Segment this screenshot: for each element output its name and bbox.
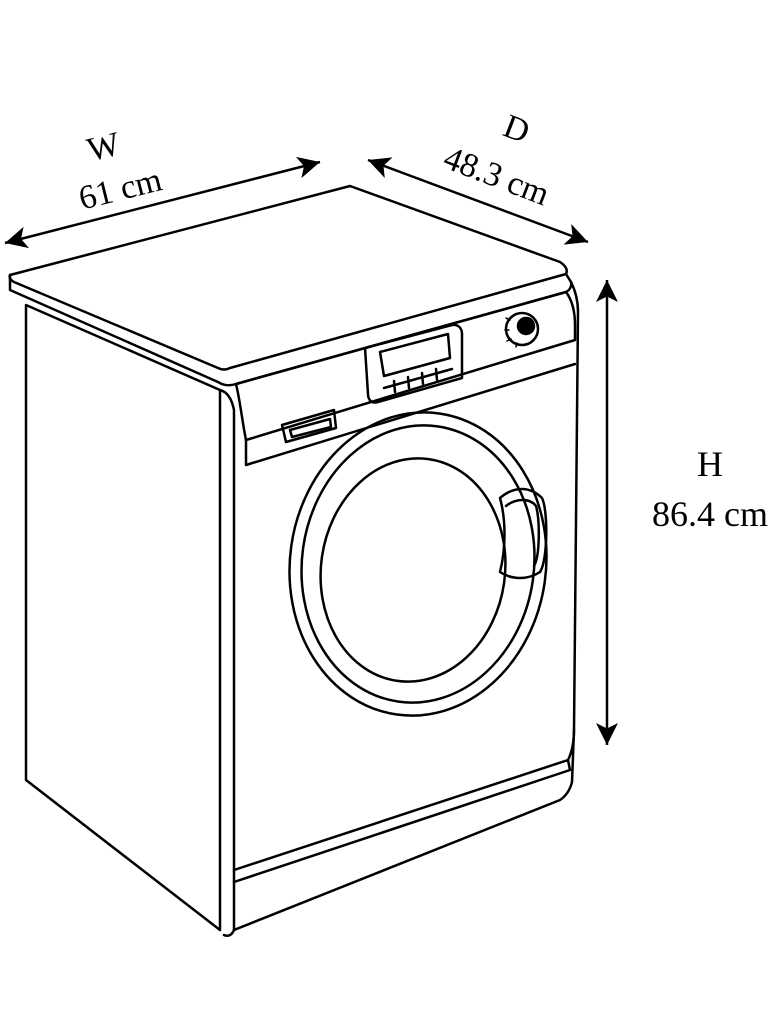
- display-buttons: [382, 367, 454, 394]
- width-letter: W: [84, 125, 125, 169]
- program-dial: [504, 311, 540, 347]
- width-arrow: [4, 156, 321, 249]
- program-dial-ticks: [504, 317, 518, 348]
- detergent-drawer-handle: [288, 417, 333, 439]
- display-screen: [378, 332, 452, 378]
- depth-letter: D: [498, 108, 534, 151]
- base-front-bottom: [232, 728, 576, 932]
- display-housing: [363, 323, 464, 404]
- machine-front-right-edge: [566, 280, 580, 762]
- program-dial-knob: [516, 316, 536, 336]
- door-mid-ring: [300, 424, 536, 704]
- width-value: 61 cm: [75, 161, 166, 217]
- washing-machine-illustration: [8, 184, 580, 938]
- base-bottom-edge: [222, 928, 236, 938]
- height-value: 86.4 cm: [652, 494, 768, 534]
- depth-value: 48.3 cm: [439, 140, 555, 214]
- machine-side-panel: [24, 303, 222, 932]
- door-outer-ring: [288, 411, 548, 717]
- base-kick-plate: [232, 758, 572, 884]
- machine-front-panel: [218, 388, 236, 932]
- depth-arrow: [367, 157, 589, 245]
- detergent-drawer: [280, 408, 338, 444]
- height-letter: H: [697, 444, 723, 484]
- door-glass: [319, 457, 507, 683]
- door-handle-icon: [498, 487, 548, 580]
- control-panel-lower-edge: [244, 362, 577, 467]
- control-panel: [234, 290, 577, 442]
- door-handle-inner: [504, 498, 540, 568]
